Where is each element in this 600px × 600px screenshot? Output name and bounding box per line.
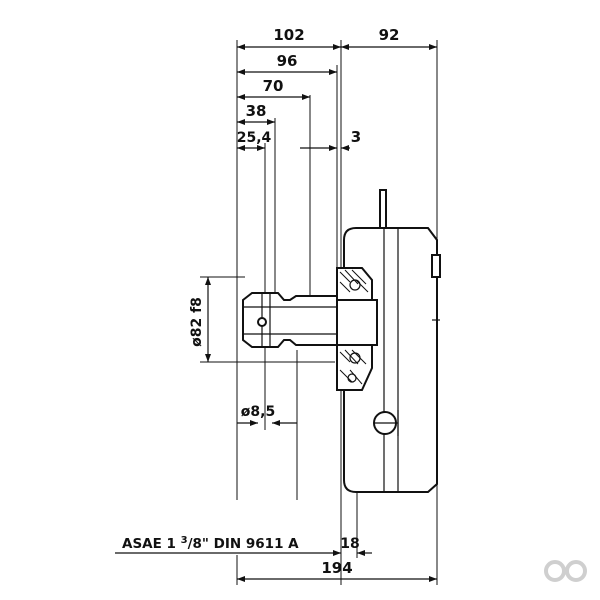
dim-194: 194 (321, 559, 352, 577)
pto-shaft (242, 292, 378, 348)
dimension-labels: 102 92 96 70 38 25,4 3 ø82 f8 ø8,5 18 19… (189, 26, 399, 577)
dim-92: 92 (379, 26, 400, 44)
dim-70: 70 (263, 77, 284, 95)
dim-diameter-82: ø82 f8 (189, 297, 205, 347)
shaft-spec-label: ASAE 1 3/8" DIN 9611 A (122, 535, 299, 552)
dim-102: 102 (273, 26, 304, 44)
dim-38: 38 (246, 102, 267, 120)
shaft-spec: ASAE 1 3/8" DIN 9611 A (122, 535, 299, 552)
brand-logo-icon (544, 560, 587, 582)
dim-96: 96 (277, 52, 298, 70)
bearing-seal (336, 267, 373, 391)
dimension-lines (115, 44, 437, 582)
dim-18: 18 (340, 536, 359, 552)
dim-3: 3 (351, 128, 361, 146)
dim-25-4: 25,4 (237, 130, 272, 146)
dim-diameter-8-5: ø8,5 (241, 404, 275, 420)
